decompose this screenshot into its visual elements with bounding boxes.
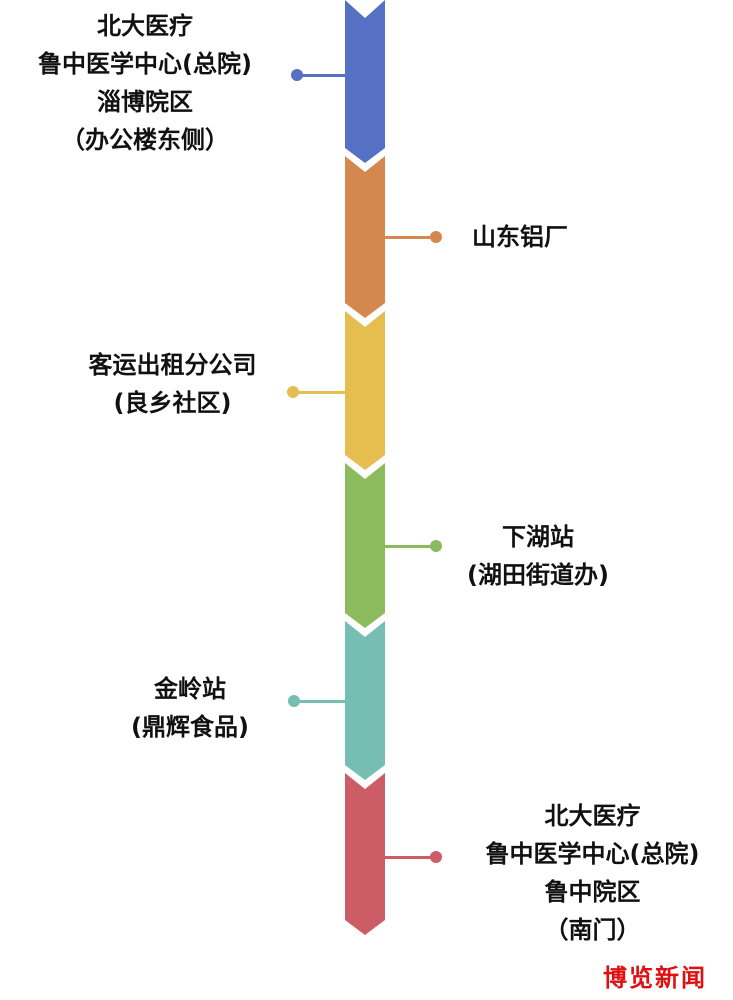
stop-dot-6	[430, 851, 442, 863]
connector-5	[295, 700, 345, 703]
connector-2	[385, 236, 435, 239]
connector-6	[385, 856, 435, 859]
connector-1	[297, 74, 345, 77]
stop-dot-4	[430, 540, 442, 552]
stop-dot-5	[288, 695, 300, 707]
watermark-logo: 博览新闻	[603, 963, 707, 992]
connector-4	[385, 545, 435, 548]
stop-label-4: 下湖站 (湖田街道办)	[467, 523, 609, 589]
stop-dot-1	[291, 69, 303, 81]
stop-label-1: 北大医疗 鲁中医学中心(总院) 淄博院区 （办公楼东侧）	[38, 12, 252, 154]
stop-label-2: 山东铝厂	[472, 223, 568, 251]
stop-dot-2	[430, 231, 442, 243]
connector-3	[294, 391, 345, 394]
segment-3	[345, 311, 385, 470]
segment-1	[345, 0, 385, 163]
segment-4	[345, 463, 385, 628]
timeline-bar	[345, 0, 385, 940]
stop-label-5: 金岭站 (鼎辉食品)	[131, 675, 249, 741]
segment-6	[345, 773, 385, 935]
segment-2	[345, 156, 385, 318]
stop-label-6: 北大医疗 鲁中医学中心(总院) 鲁中院区 （南门）	[485, 802, 700, 944]
segment-5	[345, 621, 385, 780]
stop-label-3: 客运出租分公司 (良乡社区)	[88, 351, 257, 417]
stop-dot-3	[287, 386, 299, 398]
